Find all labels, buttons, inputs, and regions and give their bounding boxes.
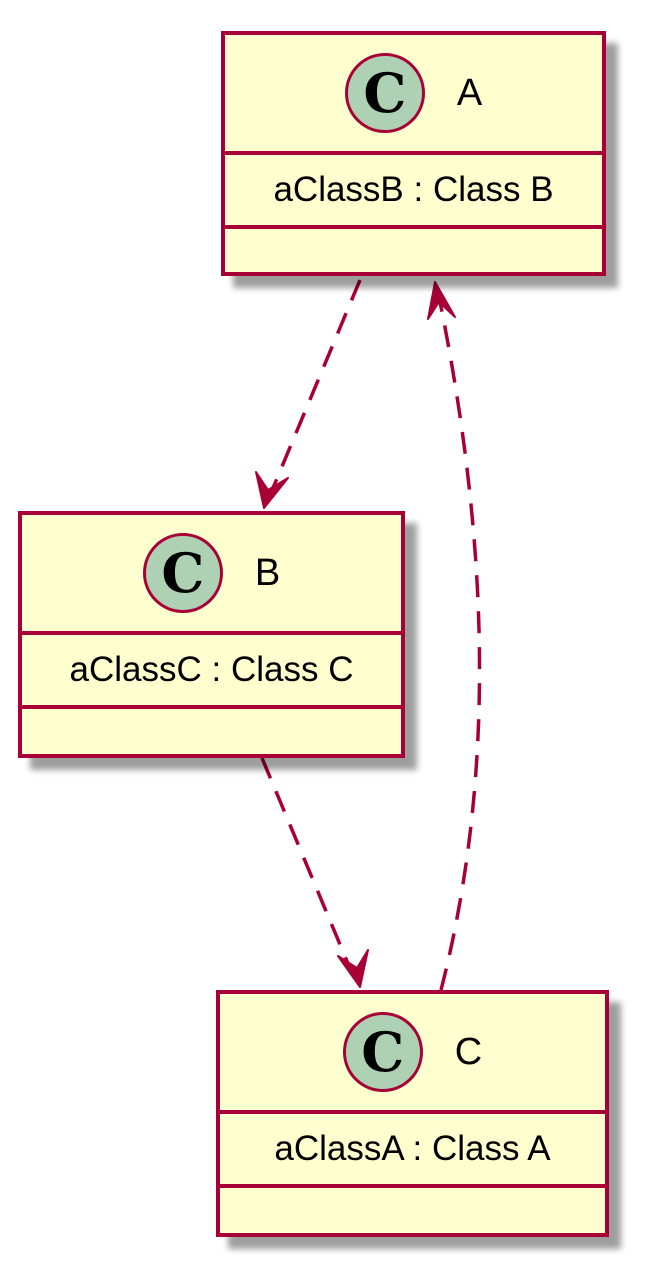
class-badge-icon: C bbox=[344, 53, 425, 133]
arrowhead-into-b bbox=[255, 471, 289, 509]
dependency-b-to-c bbox=[260, 757, 356, 979]
dependency-c-to-a bbox=[436, 291, 482, 991]
class-b[interactable]: C B aClassC : Class C bbox=[18, 511, 405, 758]
class-a-name: A bbox=[456, 71, 483, 114]
class-b-header: C B bbox=[22, 515, 401, 635]
arrowhead-into-c bbox=[337, 949, 369, 988]
class-c-name: C bbox=[454, 1030, 483, 1073]
class-b-name: B bbox=[254, 551, 281, 594]
class-a-attribute: aClassB : Class B bbox=[225, 155, 602, 229]
class-a-header: C A bbox=[225, 35, 602, 155]
class-c-operations bbox=[220, 1188, 605, 1233]
class-c[interactable]: C C aClassA : Class A bbox=[216, 990, 609, 1237]
arrowhead-into-a bbox=[427, 281, 456, 320]
class-badge-icon: C bbox=[342, 1012, 423, 1092]
class-a-operations bbox=[225, 229, 602, 272]
class-badge-icon: C bbox=[142, 533, 223, 613]
class-c-attribute: aClassA : Class A bbox=[220, 1114, 605, 1188]
dependency-a-to-b bbox=[266, 279, 362, 501]
class-a[interactable]: C A aClassB : Class B bbox=[221, 31, 606, 276]
class-c-header: C C bbox=[220, 994, 605, 1114]
class-b-operations bbox=[22, 709, 401, 754]
class-b-attribute: aClassC : Class C bbox=[22, 635, 401, 709]
